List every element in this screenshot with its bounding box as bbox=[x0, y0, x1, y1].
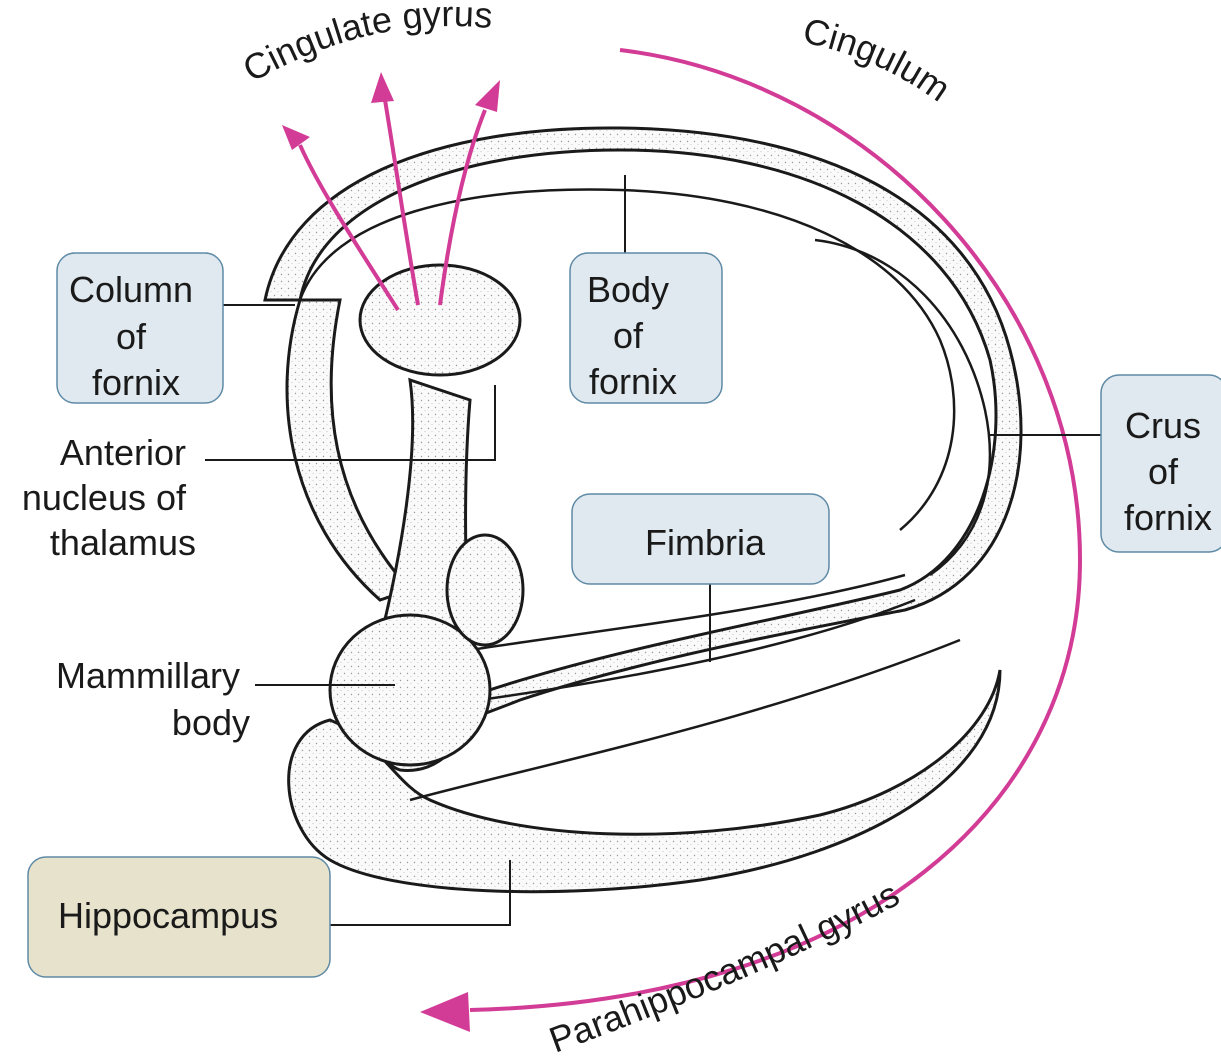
cingulate-arrow-mid-head bbox=[371, 72, 394, 103]
anterior-nucleus-label: Anterior nucleus of thalamus bbox=[22, 432, 196, 563]
hippocampus-label: Hippocampus bbox=[58, 895, 278, 936]
mammillary-lobe bbox=[447, 535, 523, 645]
cingulate-arrow-left-head bbox=[282, 125, 310, 150]
fimbria-label: Fimbria bbox=[645, 522, 766, 563]
mammillary-body-label: Mammillary body bbox=[56, 655, 250, 743]
anterior-nucleus-structure bbox=[360, 265, 520, 375]
cingulum-label: Cingulum bbox=[799, 10, 958, 110]
cingulum-arc-head bbox=[420, 992, 470, 1032]
parahippocampal-gyrus-label: Parahippocampal gyrus bbox=[544, 873, 906, 1060]
cingulate-gyrus-label: Cingulate gyrus bbox=[236, 0, 494, 90]
cingulate-arrow-right-head bbox=[475, 80, 500, 112]
